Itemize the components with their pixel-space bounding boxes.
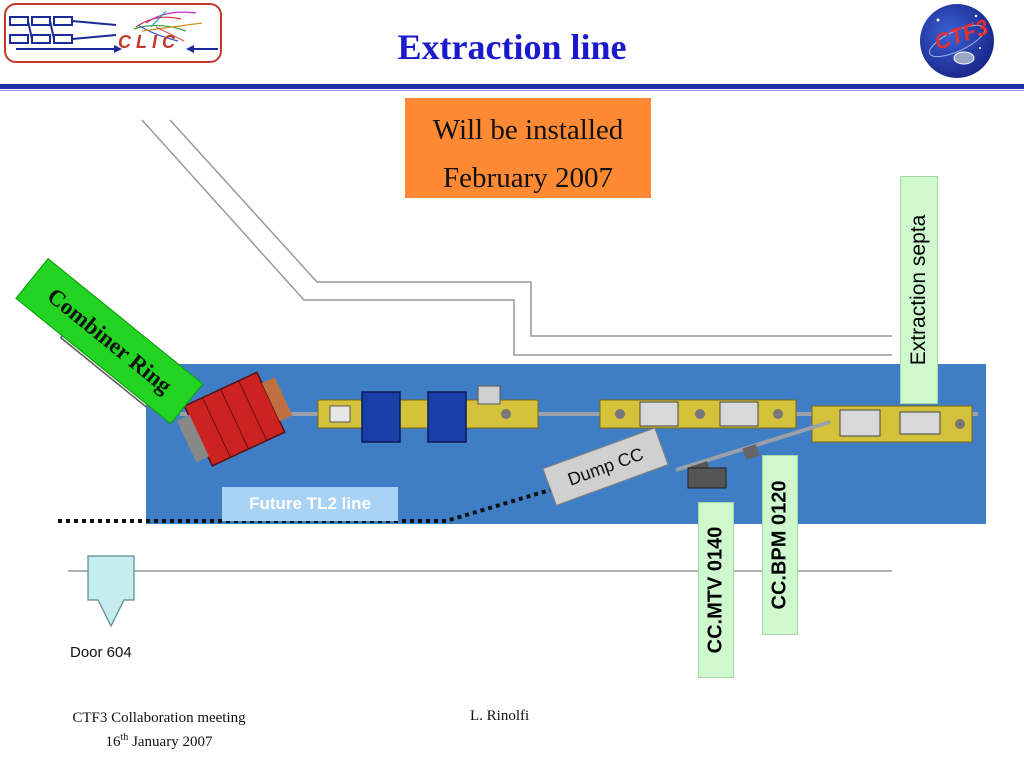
- clic-logo-graphic: [9, 10, 218, 53]
- bpm-label: CC.BPM 0120: [762, 455, 798, 635]
- magnet-section-2: [599, 399, 797, 429]
- footer-date: 16th January 2007: [34, 728, 284, 752]
- mtv-label: CC.MTV 0140: [698, 502, 734, 678]
- footer-date-suffix: th: [120, 732, 129, 743]
- tunnel-wall-outlines: [141, 119, 892, 356]
- header-divider-thin: [0, 90, 1024, 91]
- bpm-text: CC.BPM 0120: [768, 480, 791, 610]
- notice-line-2: February 2007: [443, 162, 613, 194]
- clic-logo: [4, 3, 222, 63]
- dump-line: [675, 420, 831, 489]
- door-arrow-icon: [87, 555, 135, 628]
- future-tl2-label: Future TL2 line: [222, 487, 398, 521]
- installation-notice: Will be installed February 2007: [405, 98, 651, 198]
- door-label: Door 604: [70, 644, 132, 661]
- clic-logo-text: CLIC: [118, 32, 180, 52]
- footer-meeting-name: CTF3 Collaboration meeting: [72, 710, 246, 726]
- mtv-text: CC.MTV 0140: [704, 526, 727, 654]
- extraction-septa-label: Extraction septa: [900, 176, 938, 404]
- dipole-magnet: [176, 371, 293, 467]
- magnet-section-3: [811, 405, 973, 443]
- page-title: Extraction line: [397, 27, 627, 67]
- ctf3-logo-graphic: [928, 14, 986, 65]
- ctf3-logo: [920, 4, 994, 78]
- magnet-section-1: [317, 385, 539, 443]
- header-divider: [0, 84, 1024, 89]
- extraction-septa-text: Extraction septa: [907, 214, 930, 366]
- footer-date-rest: January 2007: [128, 734, 213, 750]
- notice-line-1: Will be installed: [432, 114, 624, 146]
- footer-author: L. Rinolfi: [470, 708, 530, 724]
- footer-meeting: CTF3 Collaboration meeting 16th January …: [34, 708, 284, 752]
- future-tl2-line-path: [58, 485, 561, 523]
- footer-date-day: 16: [105, 734, 121, 750]
